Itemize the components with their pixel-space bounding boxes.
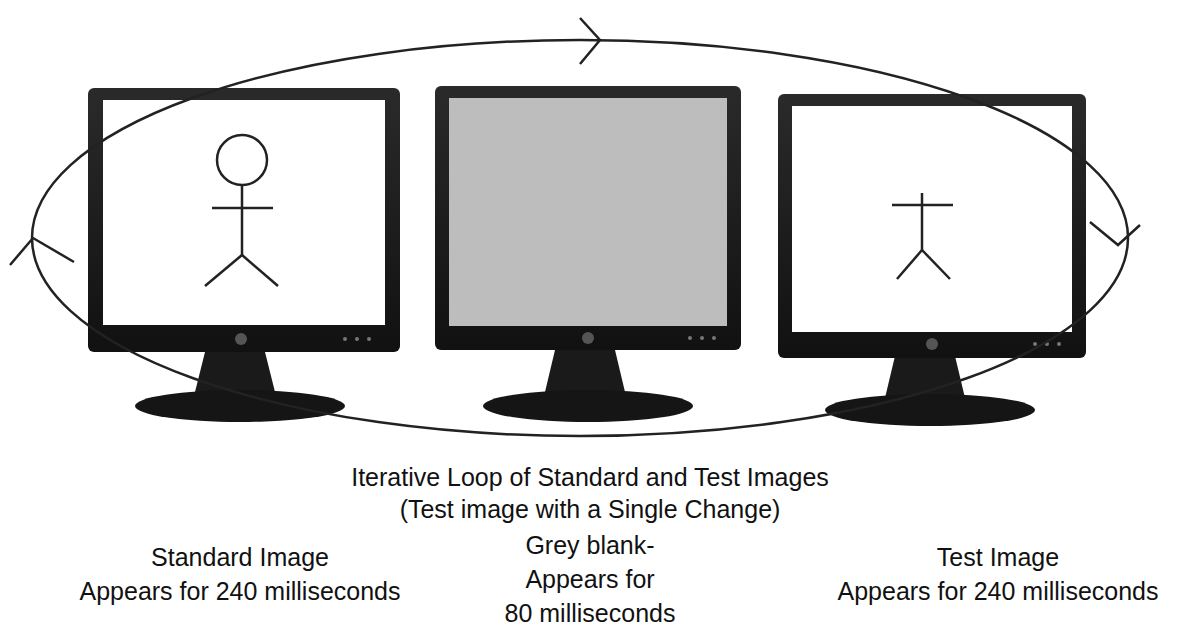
monitor	[435, 86, 741, 422]
stick-figure	[892, 193, 953, 279]
diagram-title: Iterative Loop of Standard and Test Imag…	[351, 462, 829, 492]
screen-label: 80 milliseconds	[505, 598, 676, 628]
screen-label: Standard Image	[151, 542, 329, 572]
screen-label: Appears for	[525, 564, 654, 594]
screen-label: Appears for 240 milliseconds	[838, 576, 1159, 606]
diagram-caption: (Test image with a Single Change)	[400, 494, 781, 524]
stick-figure	[205, 135, 278, 286]
loop-arrowhead	[10, 18, 1140, 265]
screen-label: Grey blank-	[525, 530, 654, 560]
monitor	[778, 94, 1086, 426]
monitor	[88, 88, 400, 422]
screen-label: Appears for 240 milliseconds	[80, 576, 401, 606]
screen-label: Test Image	[937, 542, 1059, 572]
loop-ellipse	[32, 40, 1128, 436]
